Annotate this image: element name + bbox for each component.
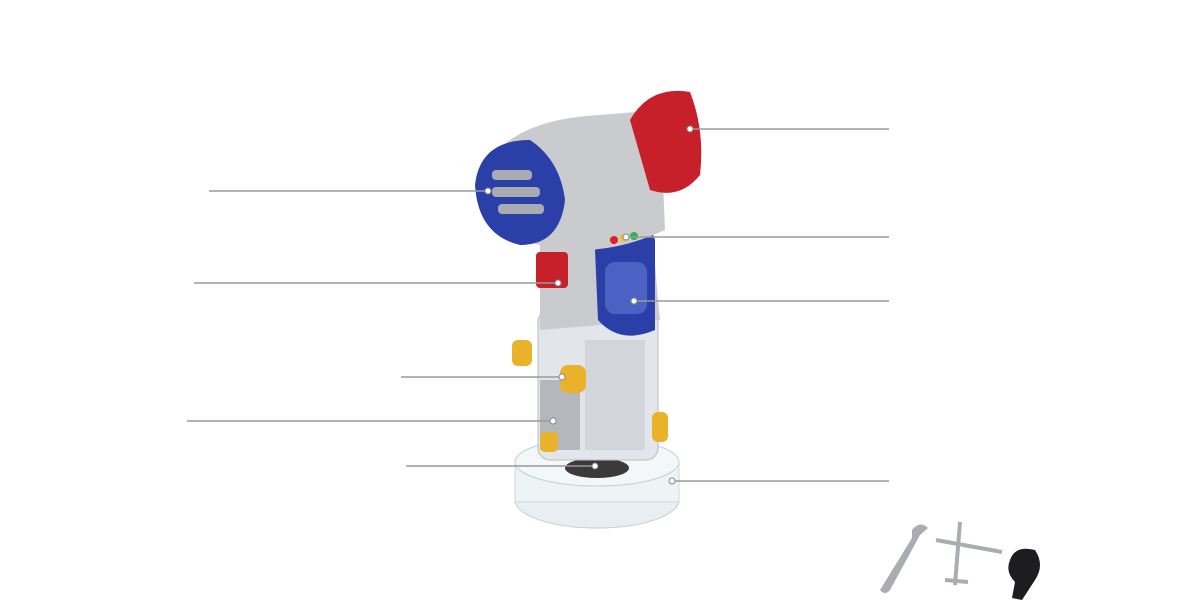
edge-guide-icon	[935, 521, 1003, 586]
clear-base	[514, 437, 680, 529]
wrench-icon	[880, 524, 928, 593]
callout-lines	[187, 128, 889, 482]
callout-dots	[484, 125, 694, 485]
depth-knobs	[512, 340, 668, 452]
motor-head	[475, 90, 702, 250]
motor-housing	[537, 309, 659, 461]
dust-boot-icon	[1008, 548, 1040, 600]
